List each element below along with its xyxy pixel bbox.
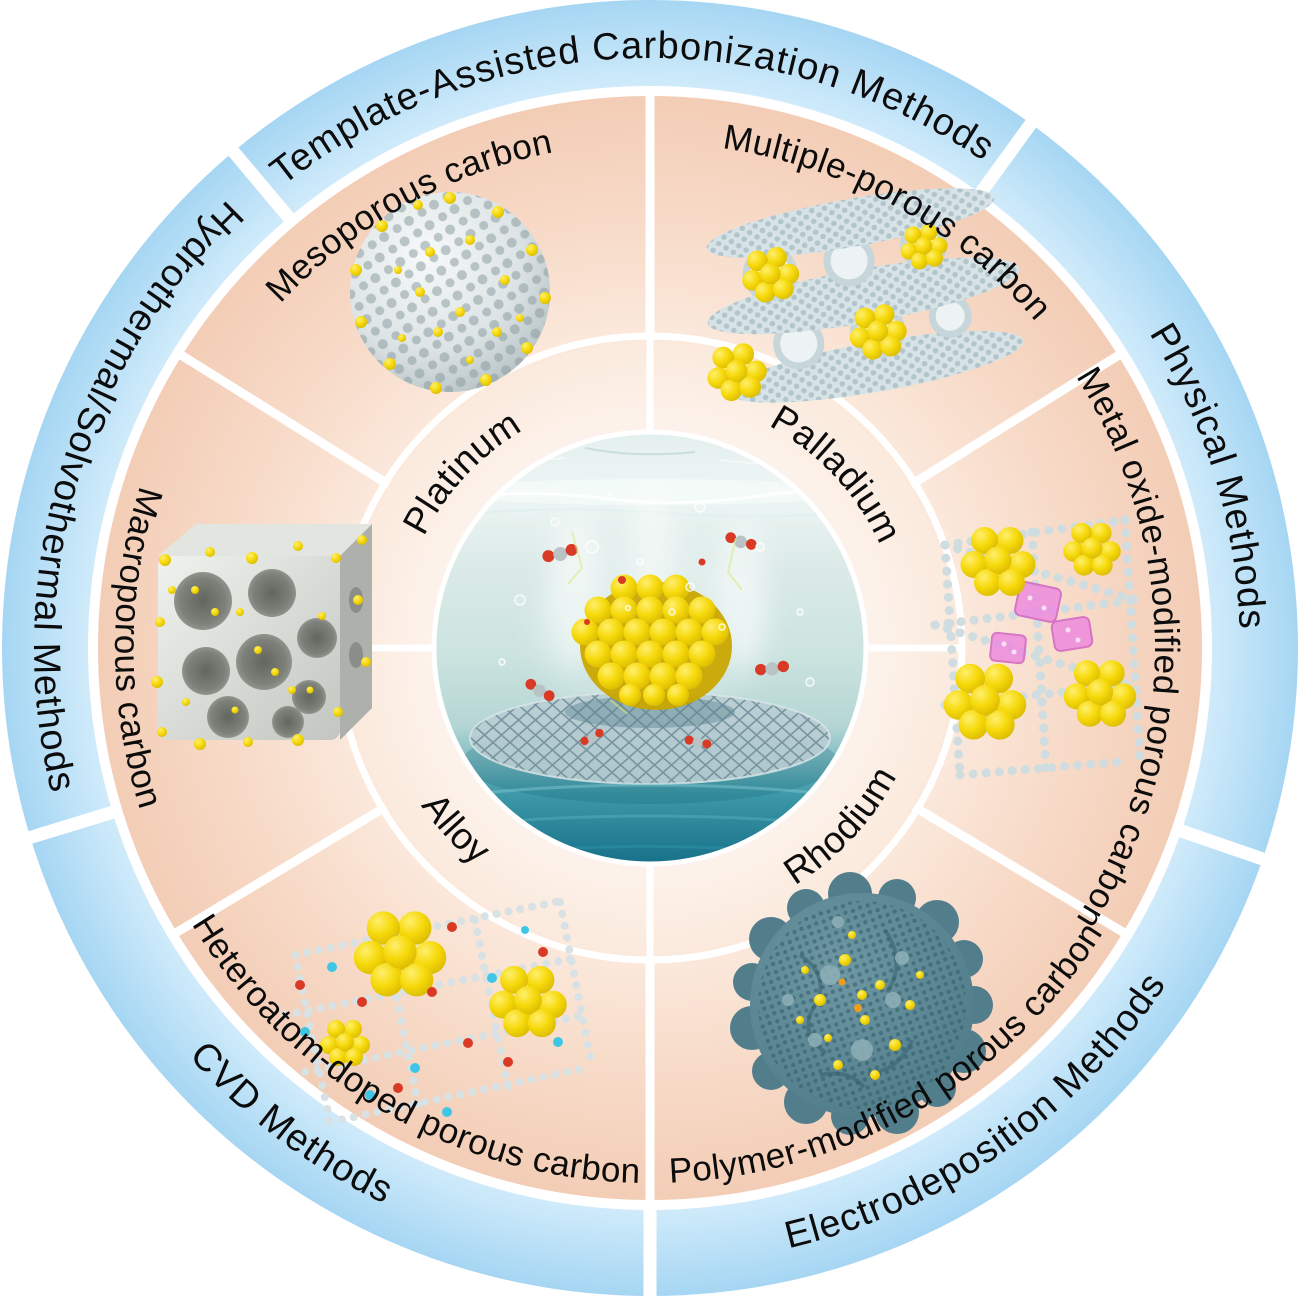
central-scene-rim	[431, 429, 869, 867]
macroporous-carbon-illustration	[151, 524, 372, 750]
macropores	[174, 569, 337, 738]
outer-ring-gaps	[24, 116, 1269, 1296]
heteroatom-cyan-dopants	[300, 926, 563, 1117]
energy-streaks	[567, 531, 743, 715]
co2-molecules	[522, 530, 790, 751]
heteroatom-doped-illustration	[281, 896, 596, 1126]
metal-nanoparticle-dots	[151, 535, 371, 750]
metal-nanoparticle-dots	[350, 192, 551, 394]
graphene-sheet	[462, 691, 838, 804]
metal-oxide-modified-illustration	[930, 515, 1145, 780]
bubbles	[498, 493, 815, 687]
metal-oxide-pink-clusters	[989, 581, 1094, 665]
metal-nanoparticle-dots	[796, 931, 924, 1080]
multiple-porous-carbon-illustration	[702, 188, 1024, 405]
polymer-modified-illustration	[730, 872, 993, 1135]
mesoporous-carbon-illustration	[350, 192, 551, 394]
segment-dividers	[171, 92, 1129, 1204]
polymer-pores	[782, 916, 909, 1061]
orange-dots	[838, 978, 862, 1012]
metal-nanoparticle-cluster	[571, 574, 732, 710]
central-catalysis-scene	[435, 433, 865, 863]
heteroatom-red-dopants	[295, 922, 548, 1093]
